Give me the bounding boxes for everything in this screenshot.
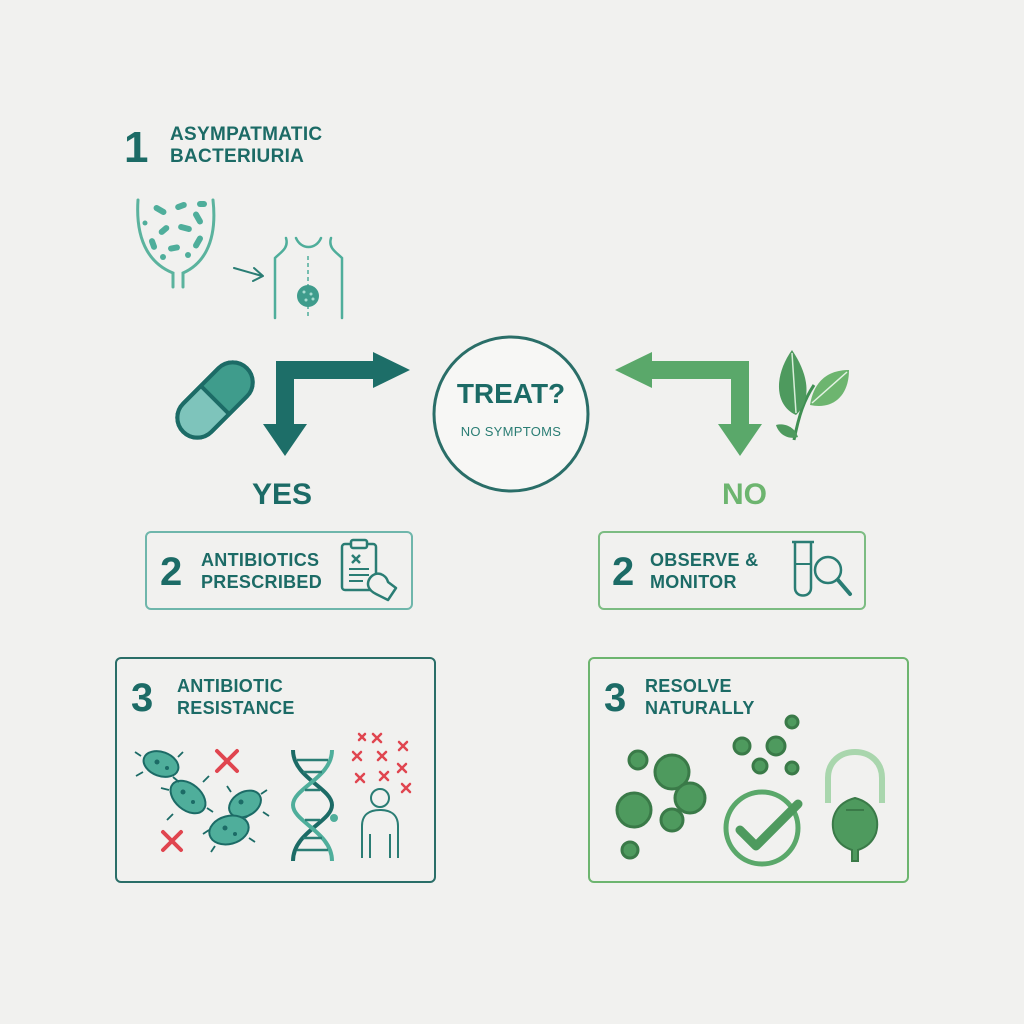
yes-step3-number: 3 [131, 676, 154, 720]
no-step2-label-line1: OBSERVE & [650, 550, 759, 570]
step1-number: 1 [124, 123, 149, 172]
capsule-pill-icon [175, 360, 255, 440]
red-x-icon [215, 749, 239, 773]
bacteria-icon [134, 750, 270, 853]
no-step2-box [598, 531, 866, 610]
no-label: NO [722, 478, 767, 511]
no-step3-number: 3 [604, 676, 627, 720]
yes-step2-box [145, 531, 413, 610]
bladder-bacteria-icon [136, 198, 216, 289]
bladder-icon [825, 748, 885, 862]
checkmark-circle-icon [723, 789, 803, 867]
step1-label-line1: ASYMPATMATIC [170, 124, 323, 145]
yes-label: YES [252, 478, 313, 511]
yes-arrow-icon [263, 352, 410, 456]
no-step2-number: 2 [612, 550, 635, 594]
no-step3-label: RESOLVE NATURALLY [645, 675, 755, 719]
bubbles-icon [615, 714, 800, 860]
yes-step2-number: 2 [160, 550, 183, 594]
prescription-hand-icon [340, 538, 398, 602]
center-subtitle: NO SYMPTOMS [460, 424, 562, 439]
no-step2-label-line2: MONITOR [650, 572, 737, 592]
human-figure-icon [351, 732, 412, 858]
no-arrow-icon [615, 352, 762, 456]
step1-label: ASYMPATMATIC BACTERIURIA [170, 124, 322, 168]
test-tube-magnifier-icon [792, 540, 852, 597]
no-step3-label-line2: NATURALLY [645, 698, 755, 718]
no-step3-label-line1: RESOLVE [645, 676, 732, 696]
yes-step3-box [115, 657, 436, 883]
yes-step2-label: ANTIBIOTICS PRESCRIBED [201, 549, 322, 593]
no-step2-label: OBSERVE & MONITOR [650, 549, 758, 593]
yes-step2-label-line1: ANTIBIOTICS [201, 550, 320, 570]
leaf-icon [776, 350, 849, 441]
treat-circle [432, 335, 590, 493]
arrow-icon [233, 267, 264, 282]
yes-step3-label-line2: RESISTANCE [177, 698, 295, 718]
yes-step3-label-line1: ANTIBIOTIC [177, 676, 283, 696]
step1-label-line2: BACTERIURIA [170, 146, 305, 167]
no-step3-box [588, 657, 909, 883]
red-x-icon [161, 830, 183, 852]
torso-kidney-icon [273, 236, 344, 320]
yes-step2-label-line2: PRESCRIBED [201, 572, 323, 592]
dna-icon [290, 749, 338, 862]
center-title: TREAT? [456, 378, 566, 409]
yes-step3-label: ANTIBIOTIC RESISTANCE [177, 675, 295, 719]
